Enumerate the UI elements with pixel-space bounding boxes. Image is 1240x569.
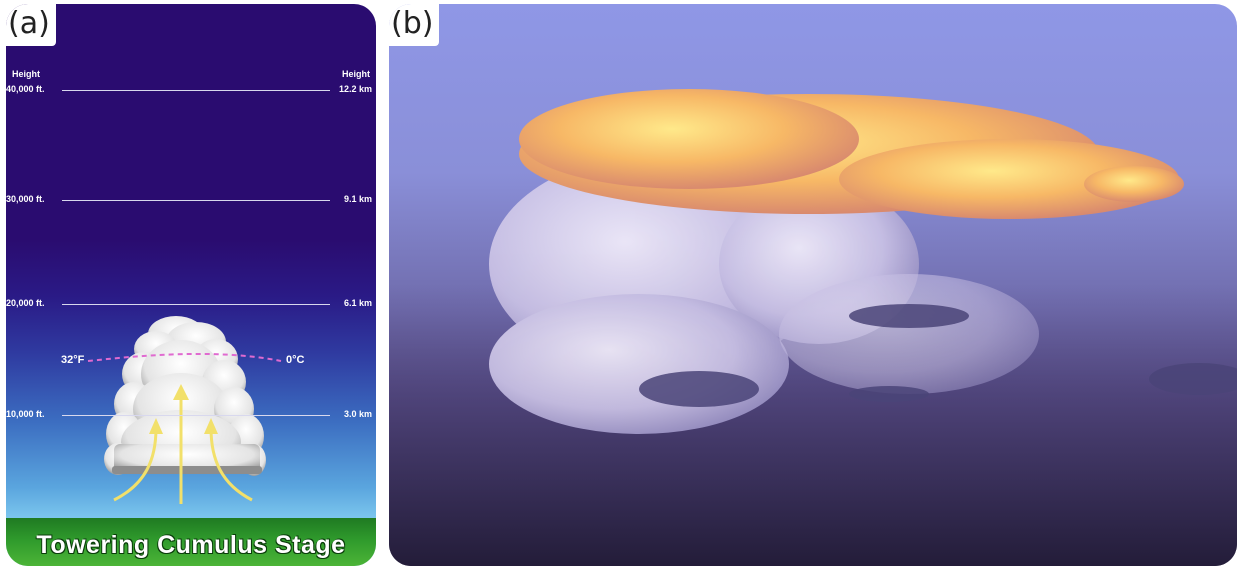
dark-cloud-wisps [639, 304, 1237, 407]
cumulus-cloud-illustration [87, 316, 282, 504]
updraft-arrow-left [113, 427, 158, 502]
height-km-label: 12.2 km [338, 84, 372, 94]
height-ft-label: 10,000 ft. [6, 409, 45, 419]
height-header-left: Height [12, 69, 40, 79]
height-km-label: 6.1 km [343, 298, 372, 308]
height-level-40000: 40,000 ft. 12.2 km [6, 84, 376, 98]
cumulonimbus-photo: (b) [389, 4, 1237, 566]
panel-b-label: (b) [389, 4, 440, 46]
height-header-right: Height [342, 69, 370, 79]
stage-title: Towering Cumulus Stage [36, 531, 346, 559]
height-gridline [62, 200, 330, 201]
height-level-30000: 30,000 ft. 9.1 km [6, 194, 376, 208]
arrowhead-right [204, 418, 218, 434]
height-gridline [62, 90, 330, 91]
panel-a-label: (a) [6, 4, 56, 46]
height-ft-label: 40,000 ft. [6, 84, 45, 94]
height-ft-label: 20,000 ft. [6, 298, 45, 308]
towering-cumulus-diagram: (a) Height Height 40,000 ft. 12.2 km 30,… [6, 4, 376, 566]
ground-strip [6, 518, 376, 566]
arrowhead-left [149, 418, 163, 434]
height-km-label: 9.1 km [343, 194, 372, 204]
height-ft-label: 30,000 ft. [6, 194, 45, 204]
height-gridline [62, 304, 330, 305]
height-level-10000: 10,000 ft. 3.0 km [6, 409, 376, 423]
freezing-level-celsius: 0°C [286, 354, 305, 366]
anvil-cloud-illustration [389, 89, 1237, 566]
cloud-base [112, 466, 262, 474]
height-level-20000: 20,000 ft. 6.1 km [6, 298, 376, 312]
freezing-level-fahrenheit: 32°F [61, 354, 85, 366]
freezing-level-line [87, 352, 282, 362]
anvil-top [519, 89, 1184, 219]
height-gridline [62, 415, 330, 416]
updraft-arrow-right [209, 427, 253, 502]
updraft-arrows [113, 392, 253, 504]
arrowhead-center [173, 384, 189, 400]
height-km-label: 3.0 km [343, 409, 372, 419]
